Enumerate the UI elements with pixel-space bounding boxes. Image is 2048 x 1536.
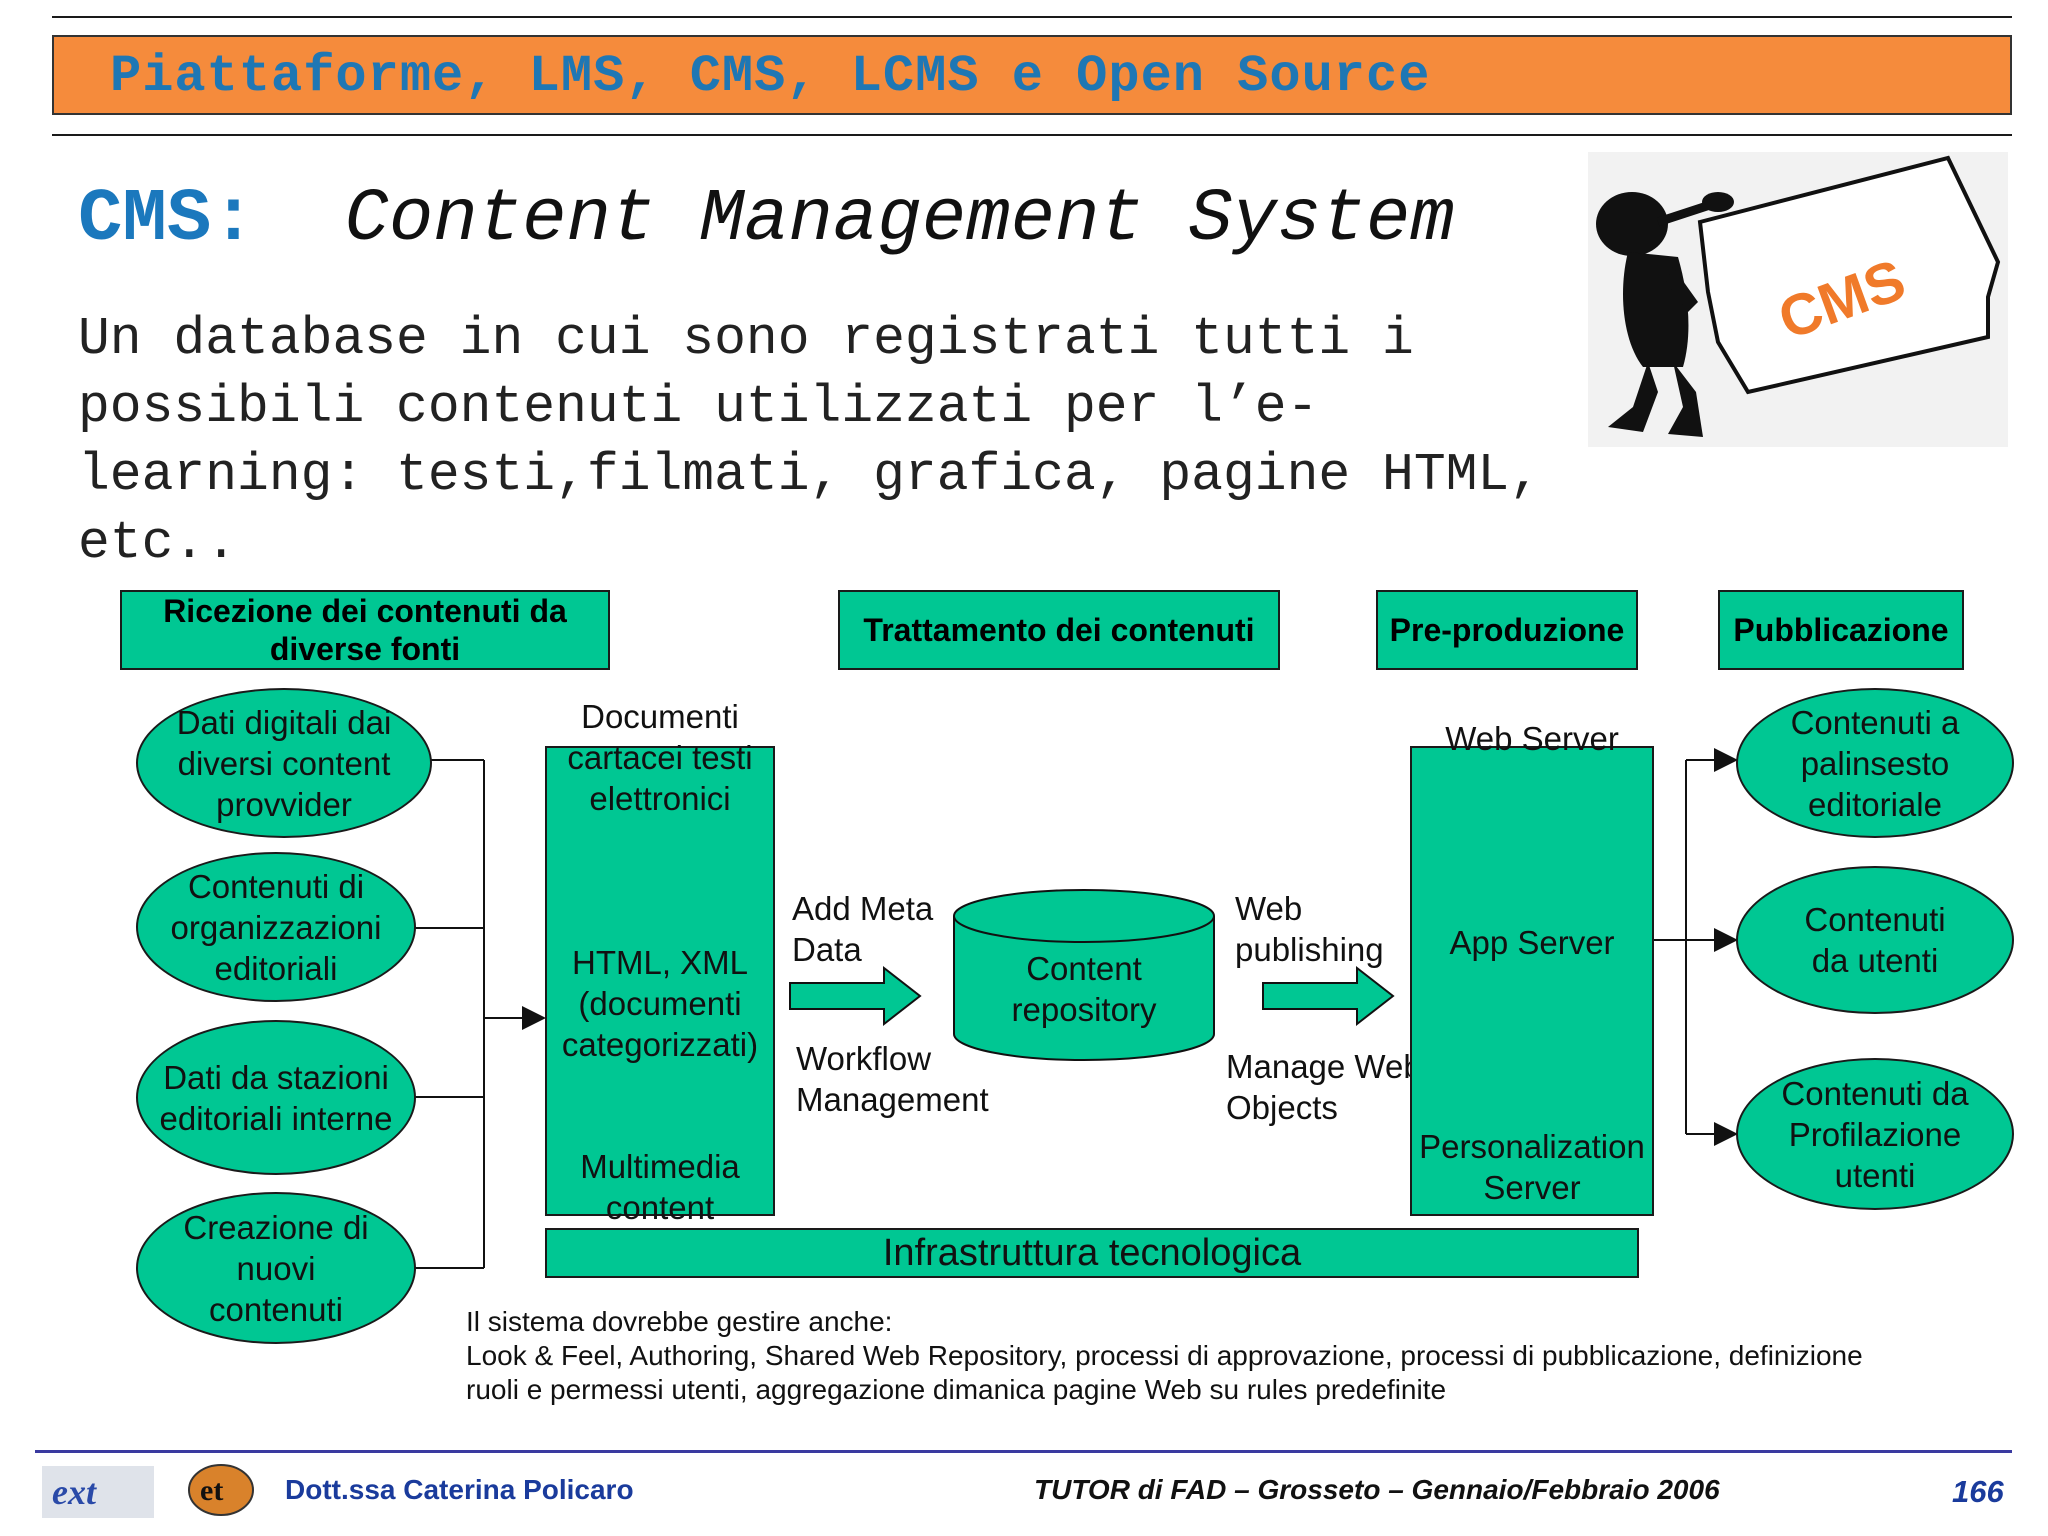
output-palinsesto: Contenuti a palinsesto editoriale [1736, 688, 2014, 838]
source-digital-providers: Dati digitali dai diversi content provvi… [136, 688, 432, 838]
label-add-metadata: Add Meta Data [792, 890, 934, 968]
intro-text: Un database in cui sono registrati tutti… [78, 305, 1638, 577]
label-manage-web-objects: Manage Web Objects [1226, 1048, 1422, 1126]
note-line: Il sistema dovrebbe gestire anche: [466, 1306, 893, 1337]
content-repository-cylinder [953, 889, 1215, 1061]
intro-line: Un database in cui sono registrati tutti… [78, 309, 1414, 369]
output-profilazione: Contenuti da Profilazione utenti [1736, 1058, 2014, 1210]
note-line: ruoli e permessi utenti, aggregazione di… [466, 1374, 1447, 1405]
et-logo: et [188, 1464, 254, 1516]
title-banner: Piattaforme, LMS, CMS, LCMS e Open Sourc… [52, 35, 2012, 115]
treatment-label-top: Documenti cartacei testi elettronici [567, 698, 753, 817]
treatment-label-bottom: Multimedia content [580, 1148, 740, 1226]
footer-author: Dott.ssa Caterina Policaro [285, 1474, 634, 1505]
output-utenti: Contenuti da utenti [1736, 866, 2014, 1014]
system-note: Il sistema dovrebbe gestire anche: Look … [466, 1305, 1863, 1407]
page-number: 166 [1952, 1474, 2004, 1509]
slide-full-name: Content Management System [344, 178, 1455, 262]
web-server-label: Web Server [1445, 720, 1619, 757]
slide-acronym: CMS: [78, 178, 256, 262]
infrastructure-bar: Infrastruttura tecnologica [545, 1228, 1639, 1278]
label-web-publishing: Web publishing [1235, 890, 1384, 968]
source-new-content: Creazione di nuovi contenuti [136, 1192, 416, 1344]
treatment-label-mid: HTML, XML (documenti categorizzati) [561, 944, 759, 1063]
banner-under-rule [52, 134, 2012, 136]
ext-logo: ext [42, 1466, 154, 1518]
slide-title: CMS: Content Management System [78, 178, 1455, 262]
intro-line: possibili contenuti utilizzati per l’e- [78, 377, 1319, 437]
source-internal-stations: Dati da stazioni editoriali interne [136, 1020, 416, 1175]
intro-line: learning: testi,filmati, grafica, pagine… [78, 445, 1542, 505]
phase-preproduzione: Pre-produzione [1376, 590, 1638, 670]
top-rule [52, 16, 2012, 18]
footer-course: TUTOR di FAD – Grosseto – Gennaio/Febbra… [1034, 1474, 1720, 1505]
svg-text:et: et [200, 1474, 223, 1507]
footer-rule [35, 1450, 2012, 1453]
app-server-label: App Server [1449, 924, 1615, 961]
phase-trattamento: Trattamento dei contenuti [838, 590, 1280, 670]
server-box [1410, 746, 1654, 1216]
repository-label: Content repository [1011, 950, 1157, 1028]
intro-line: etc.. [78, 513, 238, 573]
personalization-server-label: Personalization Server [1419, 1128, 1645, 1206]
cms-sign-illustration: CMS [1588, 152, 2008, 447]
banner-title: Piattaforme, LMS, CMS, LCMS e Open Sourc… [110, 47, 1431, 106]
phase-ricezione: Ricezione dei contenuti da diverse fonti [120, 590, 610, 670]
block-arrow-publishing [1262, 965, 1395, 1027]
treatment-box [545, 746, 775, 1216]
label-workflow: Workflow Management [796, 1040, 989, 1118]
block-arrow-metadata [789, 965, 922, 1027]
note-line: Look & Feel, Authoring, Shared Web Repos… [466, 1340, 1863, 1371]
phase-pubblicazione: Pubblicazione [1718, 590, 1964, 670]
svg-text:ext: ext [52, 1472, 97, 1512]
source-editorial-orgs: Contenuti di organizzazioni editoriali [136, 852, 416, 1002]
